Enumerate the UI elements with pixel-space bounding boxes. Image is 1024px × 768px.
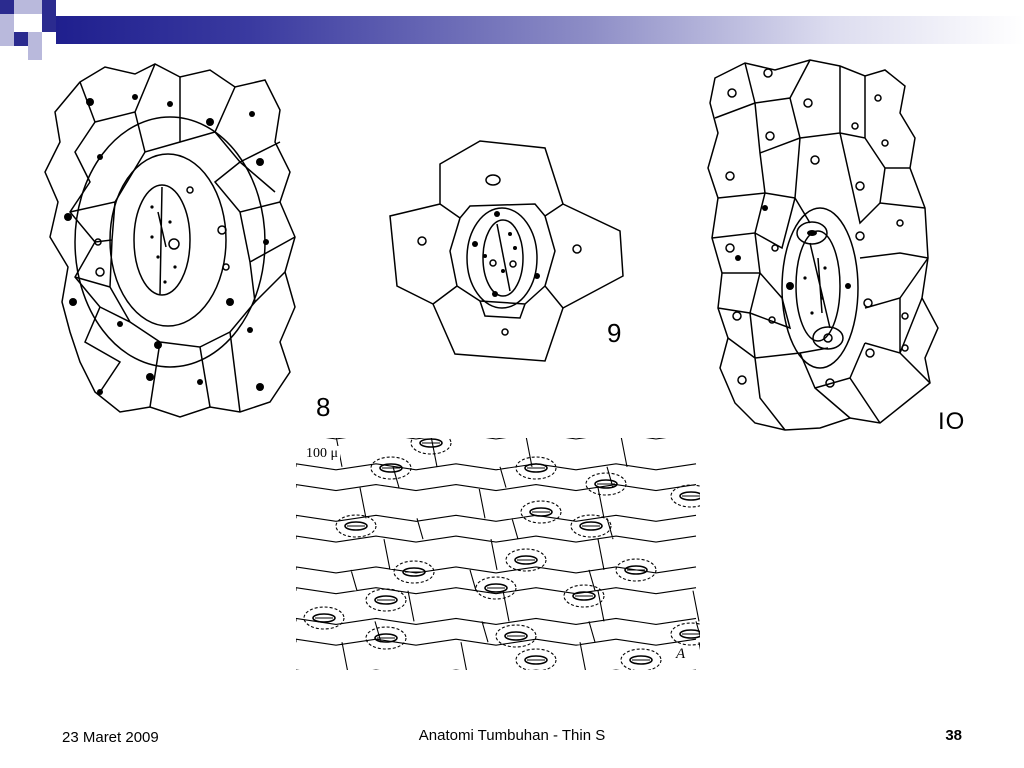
figure-epidermis-sheet: 100 μ A	[296, 438, 700, 670]
footer-page-number: 38	[945, 727, 962, 744]
sheet-label-a: A	[674, 646, 688, 663]
figure-8-stomata: 8	[40, 62, 340, 434]
footer-date: 23 Maret 2009	[62, 729, 159, 746]
figure-10-stomata: IO	[700, 58, 970, 436]
scale-label: 100 μ	[304, 446, 341, 462]
figure-9-label: 9	[607, 318, 622, 348]
template-logo-squares	[0, 0, 80, 62]
footer-title: Anatomi Tumbuhan - Thin S	[418, 727, 606, 744]
figure-8-label: 8	[316, 392, 331, 422]
figure-9-stomata: 9	[385, 136, 635, 368]
figure-10-label: IO	[938, 408, 966, 435]
header-bar	[0, 0, 1024, 62]
header-gradient	[56, 16, 1024, 44]
